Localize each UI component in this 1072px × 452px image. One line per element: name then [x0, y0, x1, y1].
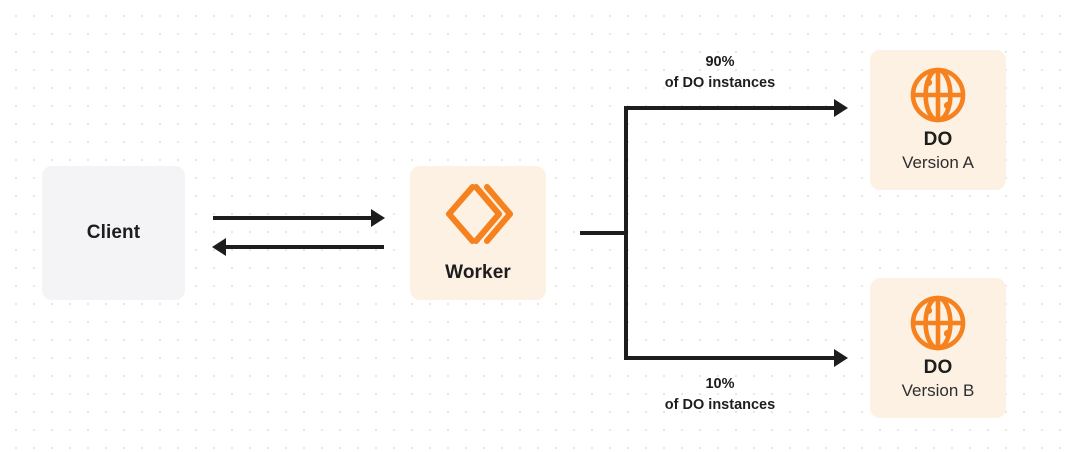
- edge-worker-to-do-b-line: [624, 356, 836, 360]
- edge-worker-to-client-line: [226, 245, 384, 249]
- arrow-right-icon: [371, 209, 385, 227]
- node-do-b-version: Version B: [901, 381, 975, 401]
- globe-icon: [909, 66, 967, 129]
- node-client[interactable]: Client: [42, 166, 185, 300]
- node-do-a[interactable]: DO Version A: [870, 50, 1006, 190]
- node-client-label: Client: [86, 222, 141, 244]
- node-do-a-version: Version A: [902, 153, 974, 173]
- node-worker-label: Worker: [445, 261, 511, 283]
- edge-label-do-a-text: of DO instances: [664, 74, 776, 91]
- edge-client-to-worker-line: [213, 216, 373, 220]
- arrow-right-icon: [834, 99, 848, 117]
- node-do-b[interactable]: DO Version B: [870, 278, 1006, 418]
- edge-split-vertical: [624, 106, 628, 360]
- edge-label-do-b-percent: 10%: [705, 376, 735, 392]
- edge-label-do-b-text: of DO instances: [664, 396, 776, 413]
- arrow-left-icon: [212, 238, 226, 256]
- arrow-right-icon: [834, 349, 848, 367]
- cloudflare-workers-icon: [443, 183, 513, 250]
- node-do-b-label: DO: [923, 356, 953, 378]
- edge-split-stub: [580, 231, 628, 235]
- edge-label-do-b: 10% of DO instances: [620, 374, 820, 415]
- edge-label-do-a-percent: 90%: [705, 54, 735, 70]
- edge-worker-to-do-a-line: [624, 106, 836, 110]
- edge-label-do-a: 90% of DO instances: [620, 52, 820, 93]
- globe-icon: [909, 294, 967, 357]
- node-worker[interactable]: Worker: [410, 166, 546, 300]
- node-do-a-label: DO: [923, 128, 953, 150]
